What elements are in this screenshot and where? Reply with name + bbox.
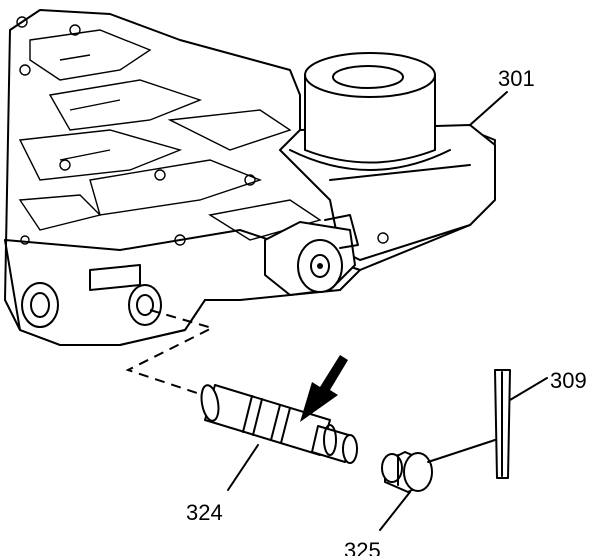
valve-body-casting xyxy=(4,9,496,346)
pin-309 xyxy=(494,369,511,479)
callout-324: 324 xyxy=(186,500,223,525)
callout-325: 325 xyxy=(344,538,381,556)
leader-lines xyxy=(227,91,548,531)
insert-direction-arrow xyxy=(300,355,348,422)
valve-324 xyxy=(200,384,358,464)
callout-309: 309 xyxy=(550,368,587,393)
solenoid-fitting xyxy=(264,214,359,296)
callout-301: 301 xyxy=(498,66,535,91)
assembly-dashed-line xyxy=(125,309,219,401)
housing-301 xyxy=(279,52,496,261)
plug-325 xyxy=(381,451,433,493)
